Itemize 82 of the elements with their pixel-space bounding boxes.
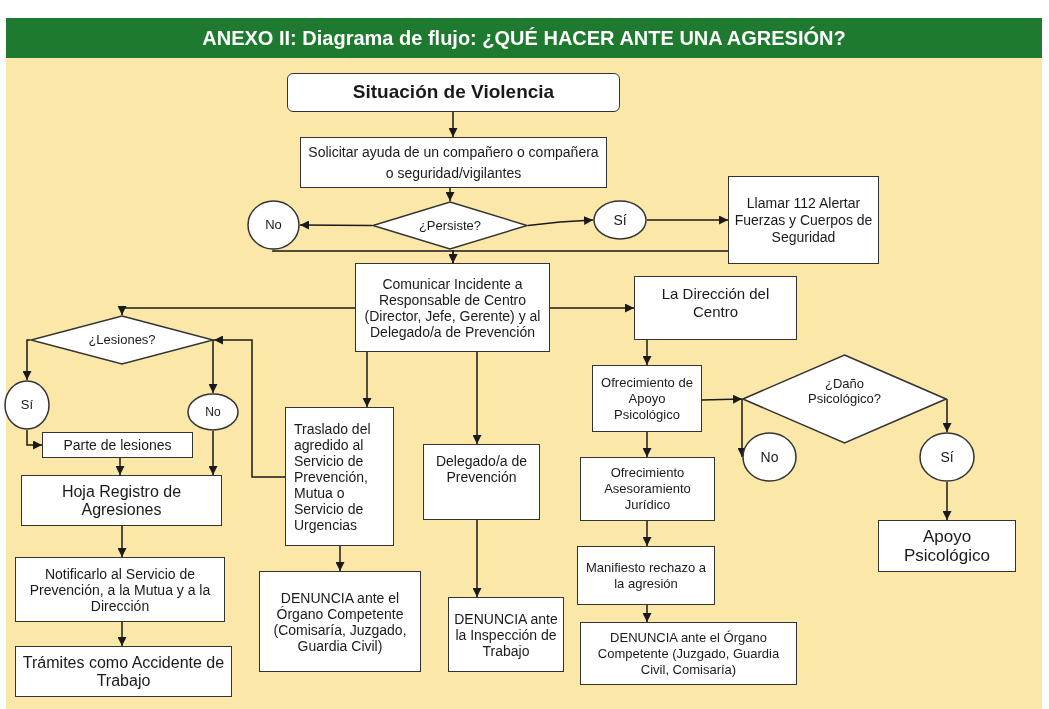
node-text: Notificarlo al Servicio de Prevención, a la Mutua y a la Dirección — [28, 565, 212, 614]
title: ANEXO II: Diagrama de flujo: ¿QUÉ HACER ANTE UNA AGRESIÓN? — [202, 25, 846, 51]
arrow — [527, 216, 594, 227]
node-text: Ofrecimiento Asesoramiento Jurídico — [603, 465, 692, 513]
process-box — [878, 520, 1016, 572]
process-box — [728, 176, 879, 264]
process-box — [259, 571, 421, 672]
decision-diamond — [742, 354, 947, 444]
arrow — [115, 457, 125, 476]
arrow — [472, 351, 482, 445]
arrow — [942, 398, 952, 433]
arrow — [642, 431, 652, 458]
arrow — [117, 306, 356, 316]
process-box — [423, 444, 540, 520]
process-box — [580, 457, 715, 521]
answer-circle — [187, 393, 239, 431]
node-text: Delegado/a de Prevención — [434, 453, 529, 485]
process-box — [300, 137, 607, 188]
process-box — [634, 276, 797, 340]
start-box — [287, 73, 620, 112]
node-text: La Dirección del Centro — [660, 285, 771, 321]
node-text: Sí — [940, 447, 954, 467]
process-box — [15, 646, 232, 697]
arrow — [642, 604, 652, 623]
arrow — [208, 339, 218, 394]
answer-circle — [919, 432, 975, 482]
process-box — [355, 263, 550, 352]
node-text: Manifiesto rechazo a la agresión — [585, 559, 707, 592]
node-text: No — [265, 216, 282, 235]
arrow — [299, 220, 373, 230]
node-text: No — [760, 447, 779, 467]
node-text: Sí — [20, 396, 34, 415]
arrow — [213, 335, 286, 478]
node-text: Comunicar Incidente a Responsable de Centro (Director, Jefe, Gerente) y al Delegado/a de Prevención — [363, 275, 542, 340]
node-text: Hoja Registro de Agresiones — [60, 482, 183, 519]
process-box — [21, 475, 222, 526]
process-box — [15, 557, 225, 622]
answer-circle — [742, 432, 797, 482]
arrow — [362, 351, 372, 408]
node-text: DENUNCIA ante el Órgano Competente (Comisaría, Juzgado, Guardia Civil) — [272, 589, 408, 654]
answer-circle — [247, 200, 300, 250]
process-box — [448, 597, 564, 672]
node-text: DENUNCIA ante la Inspección de Trabajo — [453, 610, 559, 659]
node-text: Solicitar ayuda de un compañero o compañera o seguridad/vigilantes — [307, 142, 600, 183]
arrow — [701, 394, 743, 404]
node-text: Traslado del agredido al Servicio de Prevención, Mutua o Servicio de Urgencias — [294, 420, 372, 533]
node-text: Ofrecimiento de Apoyo Psicológico — [600, 374, 694, 423]
arrow — [22, 339, 32, 381]
arrow — [642, 520, 652, 547]
node-text: DENUNCIA ante el Órgano Competente (Juzgado, Guardia Civil, Comisaría) — [596, 629, 781, 678]
arrow — [642, 339, 652, 366]
node-text: Llamar 112 Alertar Fuerzas y Cuerpos de Seguridad — [733, 194, 874, 246]
process-box — [42, 432, 193, 458]
node-text: Parte de lesiones — [63, 435, 172, 455]
arrow — [549, 303, 635, 313]
node-text: Apoyo Psicológico — [903, 527, 991, 565]
node-text: No — [205, 404, 221, 421]
arrow — [117, 525, 127, 558]
process-box — [577, 546, 715, 605]
process-box — [285, 407, 394, 546]
node-text: ¿Persiste? — [418, 216, 482, 235]
process-box — [592, 365, 702, 432]
answer-circle — [593, 200, 647, 240]
decision-diamond — [372, 201, 528, 250]
arrow — [472, 519, 482, 598]
node-text: Trámites como Accidente de Trabajo — [21, 653, 226, 690]
arrow — [646, 215, 729, 225]
arrow — [26, 429, 43, 450]
decision-diamond — [30, 315, 214, 365]
node-text: ¿Lesiones? — [88, 331, 156, 350]
node-text: Sí — [613, 210, 627, 230]
process-box — [580, 622, 797, 685]
arrow — [335, 545, 345, 572]
arrow — [208, 430, 218, 476]
arrow — [942, 481, 952, 521]
node-text: ¿Daño Psicológico? — [807, 376, 882, 406]
arrow — [117, 621, 127, 647]
arrow — [448, 111, 458, 138]
answer-circle — [4, 380, 50, 430]
arrow — [448, 250, 729, 264]
arrow — [445, 187, 455, 202]
node-text: Situación de Violencia — [352, 80, 555, 105]
